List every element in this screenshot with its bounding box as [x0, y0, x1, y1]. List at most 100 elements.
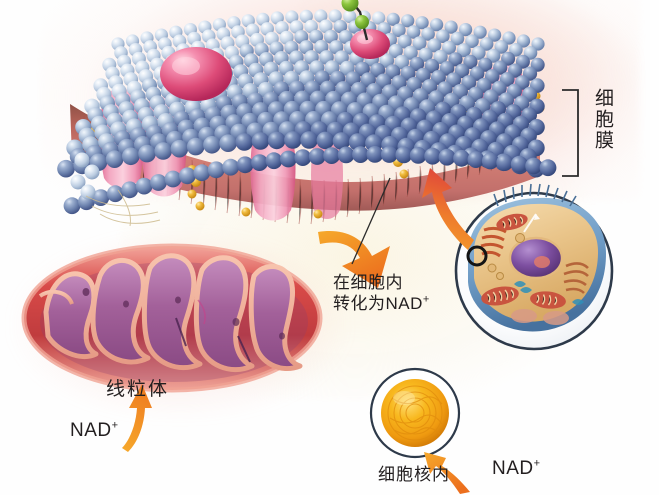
phospholipid-head [179, 167, 196, 185]
phospholipid-head [479, 37, 494, 51]
phospholipid-head [392, 23, 406, 38]
nucleolus [534, 256, 550, 268]
phospholipid-head [450, 31, 465, 46]
phospholipid-head [316, 131, 335, 150]
phospholipid-head [430, 18, 444, 32]
phospholipid-head [386, 12, 400, 26]
phospholipid-head [332, 132, 351, 150]
phospholipid-head [150, 174, 167, 191]
label-in-cell-line1: 在细胞内 [333, 273, 403, 292]
phospholipid-head [300, 131, 318, 149]
label-cell-membrane: 细胞膜 [592, 88, 613, 151]
phospholipid-head [372, 11, 386, 25]
phospholipid-head [138, 144, 156, 163]
phospholipid-head [380, 146, 398, 163]
phospholipid-head [424, 58, 440, 74]
phospholipid-head [494, 40, 509, 54]
phospholipid-head [510, 155, 528, 173]
phospholipid-head [525, 157, 542, 175]
phospholipid-head [186, 137, 205, 156]
label-nad-left: NAD+ [70, 419, 119, 441]
phospholipid-head [222, 158, 240, 176]
phospholipid-head [323, 29, 338, 44]
phospholipid-head [236, 156, 254, 174]
nad-plus-sup: + [422, 293, 430, 306]
phospholipid-head [448, 52, 463, 67]
phospholipid-head [323, 147, 340, 165]
phospholipid-head [135, 177, 153, 195]
phospholipid-head [395, 146, 413, 164]
phospholipid-head [467, 151, 485, 169]
phospholipid-head [251, 154, 268, 172]
phospholipid-head [394, 54, 410, 70]
phospholipid-head [406, 25, 421, 39]
phospholipid-head [409, 56, 425, 72]
sphere-highlight [393, 391, 415, 405]
phospholipid-head [516, 34, 531, 48]
phospholipid-head [154, 142, 172, 160]
phospholipid-head [531, 37, 545, 51]
arrow-uptake-to-membrane [422, 168, 474, 250]
phospholipid-head [415, 16, 429, 30]
phospholipid-head [471, 45, 486, 60]
phospholipid-head [70, 174, 86, 190]
phospholipid-head [442, 40, 456, 55]
phospholipid-head [170, 139, 189, 158]
phospholipid-head [193, 164, 211, 182]
phospholipid-head [418, 47, 433, 62]
phospholipid-head [294, 149, 312, 167]
arrow-nad-to-nucleus [424, 452, 470, 494]
phospholipid-head [488, 28, 502, 42]
phospholipid-head [436, 29, 450, 43]
label-in-cell-line2: 转化为NAD+ [333, 293, 430, 313]
phospholipid-head [337, 146, 355, 164]
phospholipid-head [92, 189, 110, 207]
phospholipid-head [57, 159, 75, 178]
phospholipid-head [284, 131, 302, 149]
phospholipid-head [453, 149, 470, 167]
phospholipid-head [473, 25, 487, 39]
phospholipid-head [219, 134, 237, 152]
phospholipid-head [352, 146, 369, 164]
phospholipid-head [84, 164, 100, 180]
phospholipid-head [343, 9, 357, 23]
phospholipid-head [502, 31, 516, 45]
phospholipid-head [207, 161, 225, 179]
phospholipid-head [280, 150, 297, 168]
phospholipid-head [403, 45, 418, 60]
phospholipid-head [105, 150, 124, 168]
phospholipid-head [427, 38, 442, 53]
nucleus-gold-sphere [381, 379, 449, 447]
phospholipid-head [509, 43, 523, 57]
phospholipid-head [235, 133, 254, 151]
membrane-bracket [562, 89, 579, 177]
phospholipid-head [459, 23, 473, 37]
membrane-lower-leaflet-rim [63, 146, 557, 215]
phospholipid-head [203, 136, 221, 154]
phospholipid-head [366, 146, 384, 163]
mito-matrix-details [82, 288, 285, 363]
phospholipid-head [299, 9, 313, 23]
phospholipid-head [456, 43, 471, 58]
cytoskeleton-bundles [514, 281, 584, 305]
phospholipid-head [397, 34, 412, 49]
phospholipid-head [80, 184, 96, 200]
phospholipid-head [328, 9, 342, 23]
phospholipid-head [106, 185, 124, 203]
phospholipid-head [333, 19, 348, 34]
phospholipid-head [267, 131, 286, 150]
phospholipid-head [444, 20, 458, 34]
phospholipid-head [539, 159, 557, 177]
phospholipid-head [74, 152, 90, 168]
microvilli [493, 183, 577, 207]
phospholipid-head [379, 53, 395, 68]
phospholipid-head [63, 197, 81, 215]
phospholipid-head [314, 9, 328, 23]
endoplasmic-reticulum [480, 226, 507, 258]
surface-receptor-domes [160, 29, 390, 101]
